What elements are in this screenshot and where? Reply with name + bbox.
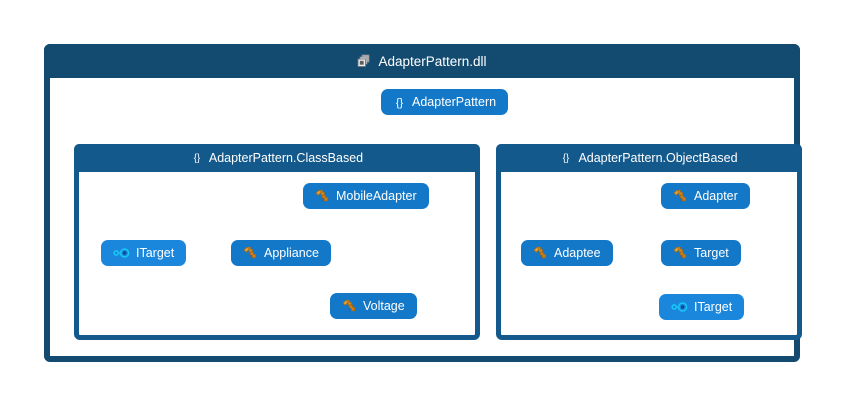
node-adapterpattern[interactable]: {} AdapterPattern (381, 89, 509, 115)
assembly-title: AdapterPattern.dll (378, 53, 487, 69)
node-adapter[interactable]: Adapter (661, 183, 750, 209)
node-label: ITarget (136, 246, 175, 260)
node-itarget-objectbased[interactable]: ITarget (659, 294, 745, 320)
class-icon (342, 299, 357, 313)
node-mobileadapter[interactable]: MobileAdapter (303, 183, 429, 209)
node-adaptee[interactable]: Adaptee (521, 240, 613, 266)
namespace-objectbased-header[interactable]: {} AdapterPattern.ObjectBased (496, 144, 802, 172)
namespace-braces-icon: {} (560, 152, 572, 164)
node-label: AdapterPattern (412, 95, 497, 109)
svg-text:{}: {} (563, 153, 570, 164)
class-icon (533, 246, 548, 260)
class-icon (673, 189, 688, 203)
svg-text:{}: {} (396, 97, 404, 109)
assembly-dll-icon (357, 54, 371, 68)
node-label: Adapter (694, 189, 738, 203)
node-label: Target (694, 246, 729, 260)
node-label: Adaptee (554, 246, 601, 260)
assembly-header[interactable]: AdapterPattern.dll (44, 44, 800, 78)
node-voltage[interactable]: Voltage (330, 293, 417, 319)
node-label: ITarget (694, 300, 733, 314)
node-label: MobileAdapter (336, 189, 417, 203)
namespace-classbased-header[interactable]: {} AdapterPattern.ClassBased (74, 144, 480, 172)
node-appliance[interactable]: Appliance (231, 240, 331, 266)
node-itarget-classbased[interactable]: ITarget (101, 240, 187, 266)
namespace-braces-icon: {} (191, 152, 203, 164)
interface-icon (671, 301, 688, 313)
namespace-label: AdapterPattern.ClassBased (208, 151, 364, 165)
svg-text:{}: {} (194, 153, 201, 164)
class-icon (243, 246, 258, 260)
namespace-braces-icon: {} (393, 96, 406, 109)
namespace-label: AdapterPattern.ObjectBased (578, 151, 738, 165)
node-label: Voltage (363, 299, 405, 313)
node-label: Appliance (264, 246, 319, 260)
class-icon (673, 246, 688, 260)
interface-icon (113, 247, 130, 259)
node-target[interactable]: Target (661, 240, 741, 266)
class-icon (315, 189, 330, 203)
